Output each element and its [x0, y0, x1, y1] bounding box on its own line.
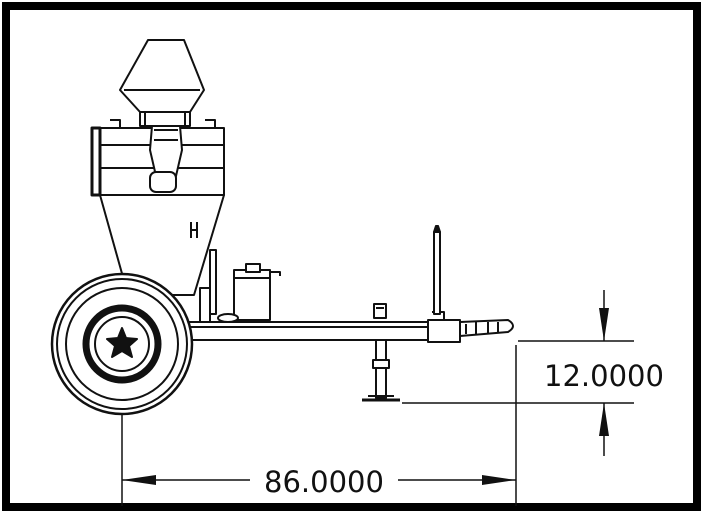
arrowhead-left [122, 475, 156, 485]
arrowhead-right [482, 475, 516, 485]
jack-post [433, 231, 441, 315]
arrowhead-top [599, 308, 609, 341]
horizontal-dimension [121, 345, 517, 506]
hopper-top-cone [119, 39, 205, 113]
hitch-coupler [459, 319, 514, 337]
main-beam [177, 321, 431, 341]
wheel [50, 272, 194, 416]
hub-star-icon [106, 327, 138, 358]
horizontal-dimension-label: 86.0000 [264, 465, 384, 499]
trailer-side-view [50, 39, 514, 416]
arrowhead-bottom [599, 403, 609, 436]
hitch-block [427, 319, 461, 343]
vertical-dimension-label: 12.0000 [544, 359, 664, 393]
hopper-cone [99, 194, 225, 296]
vertical-dimension [402, 290, 634, 456]
